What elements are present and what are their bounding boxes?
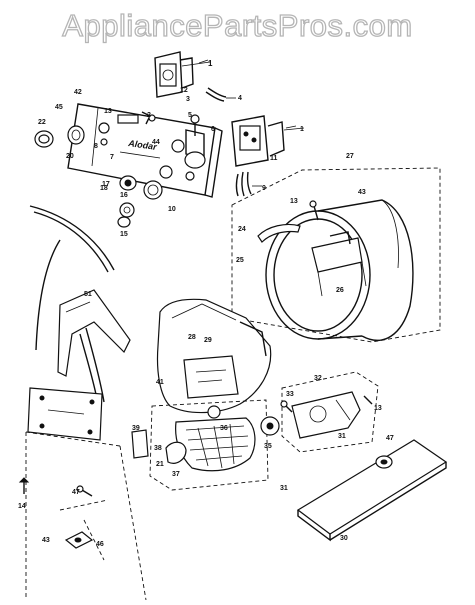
callout-44: 44 <box>152 139 160 146</box>
callout-45: 45 <box>55 104 63 111</box>
wire-leads-8 <box>235 171 262 197</box>
panel-brand-text: Alodar <box>127 138 158 152</box>
callout-3: 3 <box>186 96 190 103</box>
callout-22: 22 <box>38 119 46 126</box>
knob-16 <box>119 202 135 218</box>
callout-39: 39 <box>132 425 140 432</box>
callout-10: 10 <box>168 206 176 213</box>
wire-harness-4 <box>205 87 236 102</box>
callout-35: 35 <box>264 443 272 450</box>
part-39 <box>131 429 149 459</box>
callout-41: 41 <box>156 379 164 386</box>
seal-ring-36 <box>207 405 221 419</box>
foot-43-46 <box>64 531 94 549</box>
screw-47-front <box>76 485 93 497</box>
lint-screen-37 <box>175 417 256 472</box>
drum-27 <box>265 199 414 341</box>
callout-33: 33 <box>286 391 294 398</box>
callout-47-front: 47 <box>72 489 80 496</box>
timer-switch-part <box>154 51 211 98</box>
terminal-block-11 <box>231 115 305 167</box>
callout-21: 21 <box>156 461 164 468</box>
callout-25: 25 <box>236 257 244 264</box>
callout-30: 30 <box>340 535 348 542</box>
callout-36: 36 <box>220 425 228 432</box>
screw-14 <box>18 477 30 494</box>
part-38 <box>165 441 187 464</box>
drum-glide-24 <box>257 223 301 243</box>
knob-17 <box>119 175 137 191</box>
drum-seal-screw-43 <box>309 200 319 221</box>
knob-20 <box>67 125 85 145</box>
callout-7: 7 <box>110 154 114 161</box>
callout-8: 8 <box>94 143 98 150</box>
base-panel-30 <box>296 439 448 542</box>
blower-wheel-35 <box>260 416 280 436</box>
watermark: AppliancePartsPros.com <box>62 7 413 43</box>
callout-20: 20 <box>66 153 74 160</box>
callout-16: 16 <box>120 192 128 199</box>
callout-28: 28 <box>188 334 196 341</box>
front-panel-51 <box>57 289 131 405</box>
callout-31: 31 <box>280 485 288 492</box>
callout-5: 5 <box>188 112 192 119</box>
callout-46: 46 <box>96 541 104 548</box>
callout-26: 26 <box>336 287 344 294</box>
knob-15 <box>117 216 131 228</box>
callout-13-right: 13 <box>374 405 382 412</box>
callout-9: 9 <box>262 185 266 192</box>
callout-32: 32 <box>314 375 322 382</box>
callout-47-base: 47 <box>386 435 394 442</box>
timer-5-6 <box>184 114 206 169</box>
knob-10 <box>143 180 163 200</box>
callout-11: 11 <box>270 155 278 162</box>
callout-38: 38 <box>154 445 162 452</box>
control-panel: Alodar <box>67 103 223 198</box>
cabinet-top <box>29 205 115 351</box>
callout-4: 4 <box>238 95 242 102</box>
callout-24: 24 <box>238 226 246 233</box>
cabinet-front-outline <box>25 431 147 601</box>
callout-42: 42 <box>74 89 82 96</box>
screw-33 <box>280 400 293 413</box>
callout-6: 6 <box>211 126 215 133</box>
callout-12: 12 <box>180 87 188 94</box>
callout-2: 2 <box>147 112 151 119</box>
callout-29: 29 <box>204 337 212 344</box>
callout-18: 18 <box>100 185 108 192</box>
callout-43-drum: 43 <box>358 189 366 196</box>
callout-17: 17 <box>102 181 110 188</box>
bulkhead-28-29 <box>156 298 272 414</box>
callout-27: 27 <box>346 153 354 160</box>
callout-37: 37 <box>172 471 180 478</box>
blower-housing-32 <box>281 371 379 453</box>
lint-plate <box>27 387 103 441</box>
callout-13: 13 <box>104 108 112 115</box>
callout-14: 14 <box>18 503 26 510</box>
callout-43-foot: 43 <box>42 537 50 544</box>
knob-22 <box>34 130 54 148</box>
callout-47-drum: 13 <box>290 198 298 205</box>
callout-1-right: 1 <box>300 126 304 133</box>
callout-51: 51 <box>84 291 92 298</box>
callout-31-blower: 31 <box>338 433 346 440</box>
callout-1-top: 1 <box>208 59 213 68</box>
callout-15: 15 <box>120 231 128 238</box>
callout-labels: 1 12 3 4 42 45 22 44 2 13 7 8 20 10 18 1… <box>18 59 394 548</box>
